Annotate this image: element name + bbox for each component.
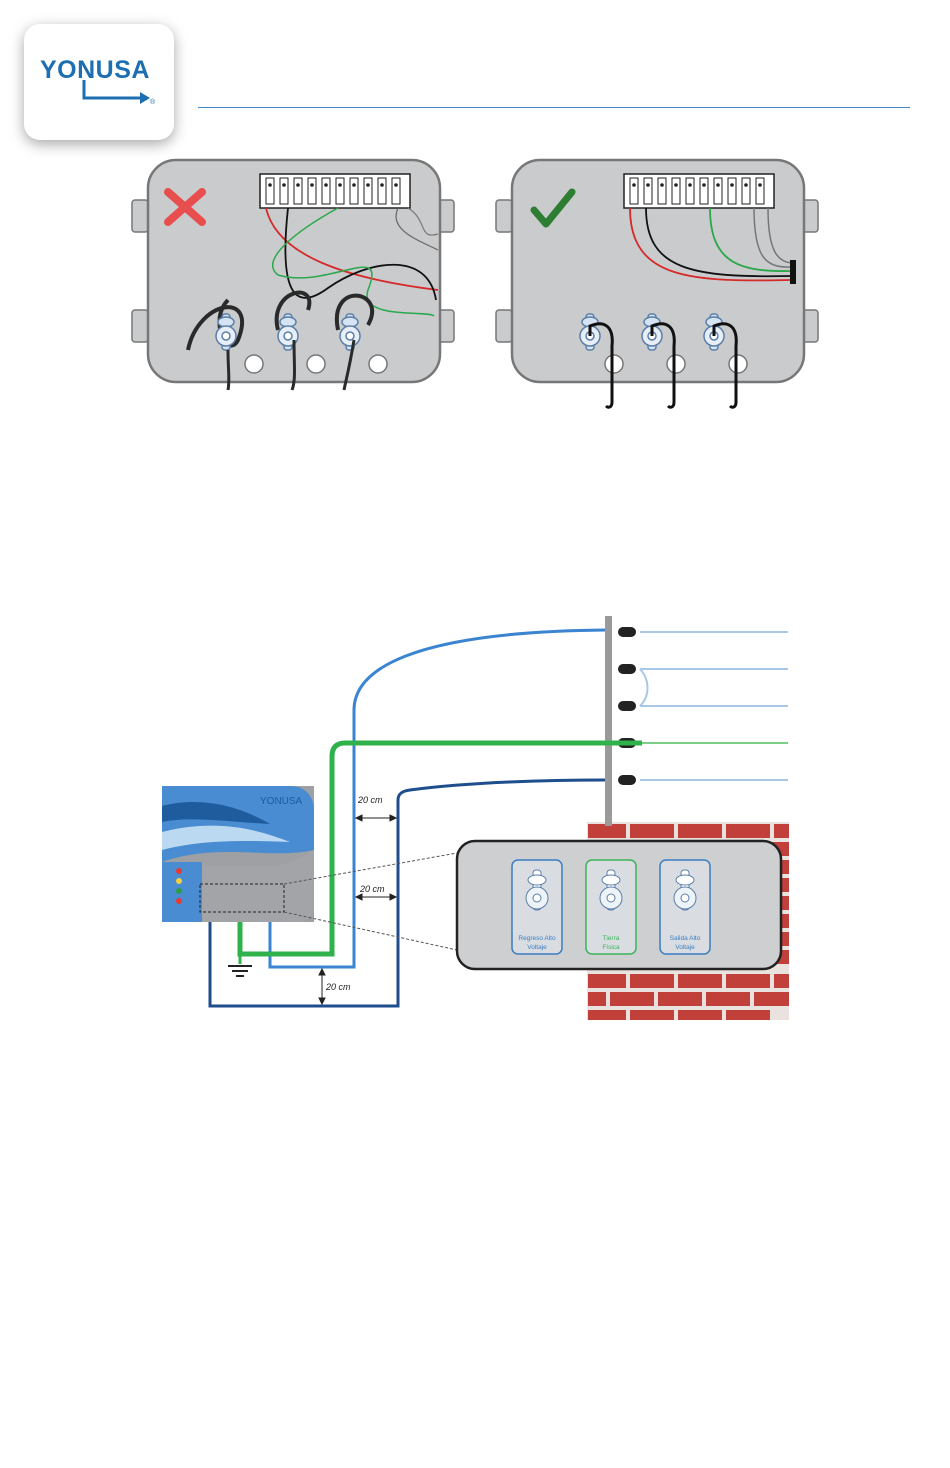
distance-label-middle: 20 cm bbox=[359, 884, 385, 894]
brand-mark: ® bbox=[150, 98, 156, 106]
distance-label-bottom: 20 cm bbox=[325, 982, 351, 992]
terminal-tierra: Tierra Física bbox=[586, 860, 636, 954]
terminal-label: Voltaje bbox=[527, 944, 547, 951]
terminal-label: Voltaje bbox=[675, 944, 695, 951]
terminal-label: Física bbox=[602, 944, 620, 951]
terminal-callout: Regreso Alto Voltaje Tierra Física Salid… bbox=[457, 841, 781, 969]
fence-post bbox=[605, 616, 612, 826]
fence-insulators bbox=[618, 627, 636, 785]
distance-label-top: 20 cm bbox=[357, 795, 383, 805]
logo-card: YONUSA ® bbox=[24, 24, 174, 140]
logo-arrow-icon: ® bbox=[40, 42, 158, 122]
wrong-wiring-panel bbox=[132, 160, 454, 390]
terminal-label: Salida Alto bbox=[670, 935, 701, 942]
energizer-brand: YONUSA bbox=[260, 796, 303, 807]
installation-diagram: YONUSA 20 cm 20 cm 20 cm bbox=[150, 610, 800, 1025]
wiring-comparison-figure bbox=[128, 150, 828, 415]
terminal-regreso: Regreso Alto Voltaje bbox=[512, 860, 562, 954]
energizer-unit: YONUSA bbox=[162, 786, 314, 922]
terminal-label: Regreso Alto bbox=[518, 935, 556, 942]
right-wiring-panel bbox=[496, 160, 818, 407]
terminal-label: Tierra bbox=[603, 935, 620, 942]
header-rule bbox=[198, 107, 910, 108]
terminal-salida: Salida Alto Voltaje bbox=[660, 860, 710, 954]
yonusa-logo: YONUSA ® bbox=[40, 42, 158, 122]
